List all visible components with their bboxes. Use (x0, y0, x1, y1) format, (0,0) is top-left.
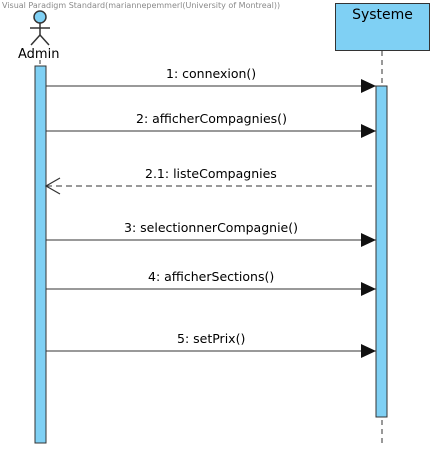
message-arrowhead (361, 233, 376, 247)
message-arrows (44, 79, 376, 358)
message-label: 2.1: listeCompagnies (145, 166, 277, 181)
actor-leg-left (30, 34, 41, 46)
message-label: 5: setPrix() (177, 331, 246, 346)
actor-name: Admin (18, 47, 60, 62)
actor-head (33, 10, 47, 24)
message-arrowhead (361, 79, 376, 93)
system-activation-bar (375, 85, 388, 418)
actor-leg-right (39, 34, 50, 46)
message-label: 1: connexion() (166, 66, 257, 81)
message-arrowhead (361, 344, 376, 358)
system-lifeline-box: Systeme (335, 3, 430, 51)
watermark-text: Visual Paradigm Standard(mariannepemmerl… (2, 1, 281, 10)
message-arrowhead (361, 124, 376, 138)
message-label: 2: afficherCompagnies() (136, 111, 287, 126)
message-label: 4: afficherSections() (148, 269, 275, 284)
message-arrowhead (361, 282, 376, 296)
actor-activation-bar (34, 65, 47, 444)
actor-figure (30, 10, 50, 46)
message-return-arrowhead (44, 177, 61, 195)
message-label: 3: selectionnerCompagnie() (124, 220, 298, 235)
system-name: Systeme (352, 7, 413, 23)
